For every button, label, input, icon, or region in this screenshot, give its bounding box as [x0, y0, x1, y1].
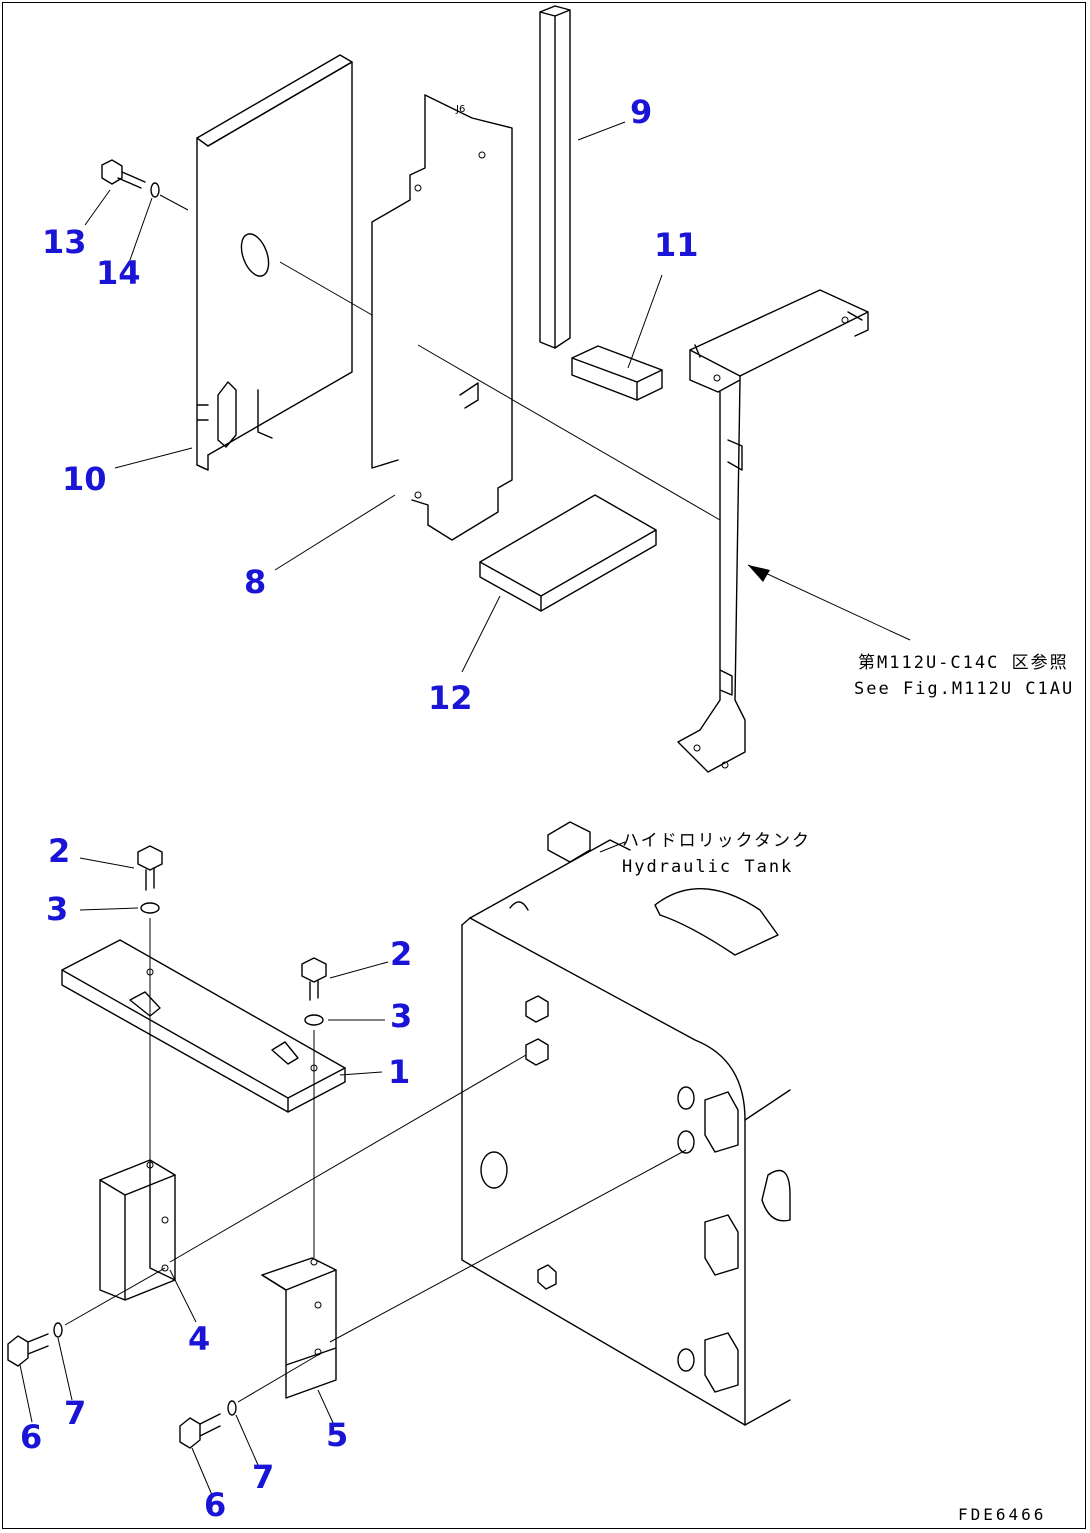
reference-note-jp: 第M112U-C14C 区参照 — [858, 653, 1069, 673]
callout-1: 1 — [388, 1053, 410, 1091]
part-4-bracket-left — [99, 1159, 176, 1301]
part-13-bolt-upper — [101, 159, 146, 189]
part-11-small-block — [571, 345, 663, 401]
panel-marking: J6 — [455, 104, 465, 115]
part-8-inner-panel: J6 — [371, 94, 513, 541]
part-5-bracket-right — [261, 1257, 337, 1399]
callout-2-left: 2 — [48, 832, 70, 870]
callout-3-left: 3 — [46, 890, 68, 928]
part-1-top-plate — [61, 939, 346, 1113]
part-9-vertical-bar — [539, 5, 571, 349]
part-7-washer-right — [227, 1400, 237, 1416]
callout-7-right: 7 — [252, 1458, 274, 1496]
callout-13: 13 — [42, 223, 87, 261]
callout-9: 9 — [630, 93, 652, 131]
upper-center-lines — [159, 194, 721, 521]
tank-label-en: Hydraulic Tank — [622, 857, 793, 877]
callout-6-left: 6 — [20, 1418, 42, 1456]
callout-12: 12 — [428, 679, 473, 717]
part-2-bolt-left — [137, 845, 163, 891]
drawing-number: FDE6466 — [958, 1505, 1046, 1524]
callout-4: 4 — [188, 1320, 210, 1358]
part-6-bolt-left — [7, 1333, 49, 1367]
part-7-washer-left — [53, 1322, 63, 1338]
callout-6-right: 6 — [204, 1486, 226, 1524]
callout-10: 10 — [62, 460, 107, 498]
callout-8: 8 — [244, 563, 266, 601]
part-12-pad — [479, 494, 657, 612]
callout-14: 14 — [96, 254, 141, 292]
part-10-cover-plate — [196, 54, 353, 471]
callout-11: 11 — [654, 226, 699, 264]
callout-5: 5 — [326, 1416, 348, 1454]
callout-3-right: 3 — [390, 997, 412, 1035]
notes: 第M112U-C14C 区参照 See Fig.M112U C1AU ハイドロリ… — [622, 653, 1074, 1524]
callout-labels: 1 2 2 3 3 4 5 6 6 7 7 8 9 10 11 12 13 14 — [20, 93, 699, 1524]
part-2-bolt-right — [301, 957, 327, 1001]
lower-center-lines — [64, 918, 687, 1403]
part-14-washer-upper — [150, 182, 160, 198]
hydraulic-tank — [461, 821, 791, 1426]
reference-note-en: See Fig.M112U C1AU — [854, 679, 1074, 699]
part-6-bolt-right — [179, 1413, 221, 1449]
callout-2-right: 2 — [390, 935, 412, 973]
part-3-washer-right — [304, 1014, 324, 1026]
leader-lines — [19, 121, 911, 1496]
stand-bracket — [677, 289, 869, 773]
callout-7-left: 7 — [64, 1394, 86, 1432]
part-3-washer-left — [140, 902, 160, 914]
tank-label-jp: ハイドロリックタンク — [622, 831, 811, 851]
